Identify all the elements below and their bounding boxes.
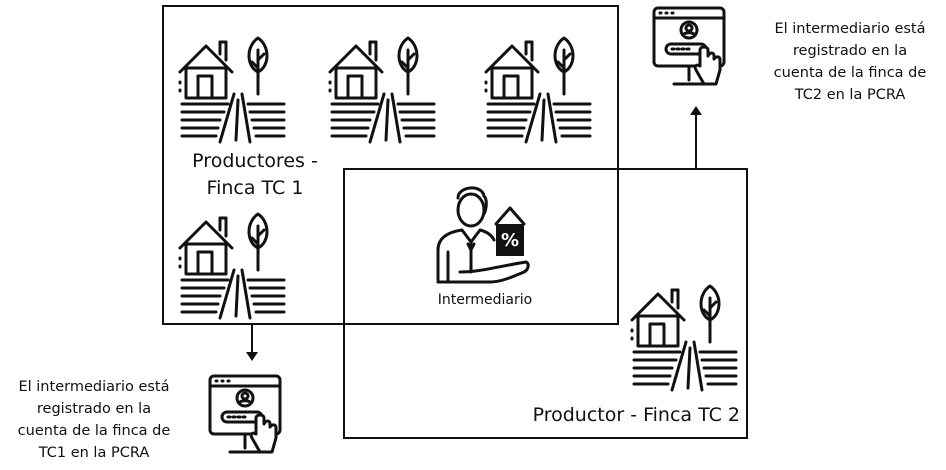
intermediary-person-icon: [436, 186, 530, 284]
note-tc1-line: El intermediario está: [18, 379, 170, 395]
group-title-tc1: Productores - Finca TC 1: [172, 148, 338, 202]
group-title-tc1-line1: Productores -: [192, 150, 318, 172]
intermediary-label: Intermediario: [437, 292, 533, 308]
computer-login-icon: [650, 4, 728, 96]
arrowhead-down: [246, 352, 258, 361]
computer-login-icon: [206, 372, 284, 464]
note-tc2: El intermediario está registrado en la c…: [758, 18, 942, 106]
note-tc1-line: TC1 en la PCRA: [38, 445, 150, 461]
note-tc2-line: cuenta de la finca de: [773, 65, 927, 81]
note-tc1: El intermediario está registrado en la c…: [2, 376, 186, 464]
farm-icon: [176, 24, 288, 144]
group-title-tc1-line2: Finca TC 1: [206, 177, 304, 199]
note-tc2-line: El intermediario está: [774, 21, 926, 37]
farm-icon: [482, 24, 594, 144]
arrow-to-tc2-account: [695, 112, 697, 168]
farm-icon: [176, 200, 288, 320]
arrow-to-tc1-account: [251, 325, 253, 353]
note-tc2-line: TC2 en la PCRA: [794, 87, 906, 103]
note-tc1-line: cuenta de la finca de: [17, 423, 171, 439]
arrowhead-up: [690, 106, 702, 115]
farm-icon: [326, 24, 438, 144]
group-box-tc1: [162, 5, 619, 325]
note-tc2-line: registrado en la: [792, 43, 908, 59]
farm-icon: [628, 272, 740, 392]
note-tc1-line: registrado en la: [36, 401, 152, 417]
intermediary-badge-symbol: %: [500, 230, 520, 251]
group-box-tc2: [343, 168, 748, 439]
group-title-tc2: Productor - Finca TC 2: [532, 404, 740, 426]
